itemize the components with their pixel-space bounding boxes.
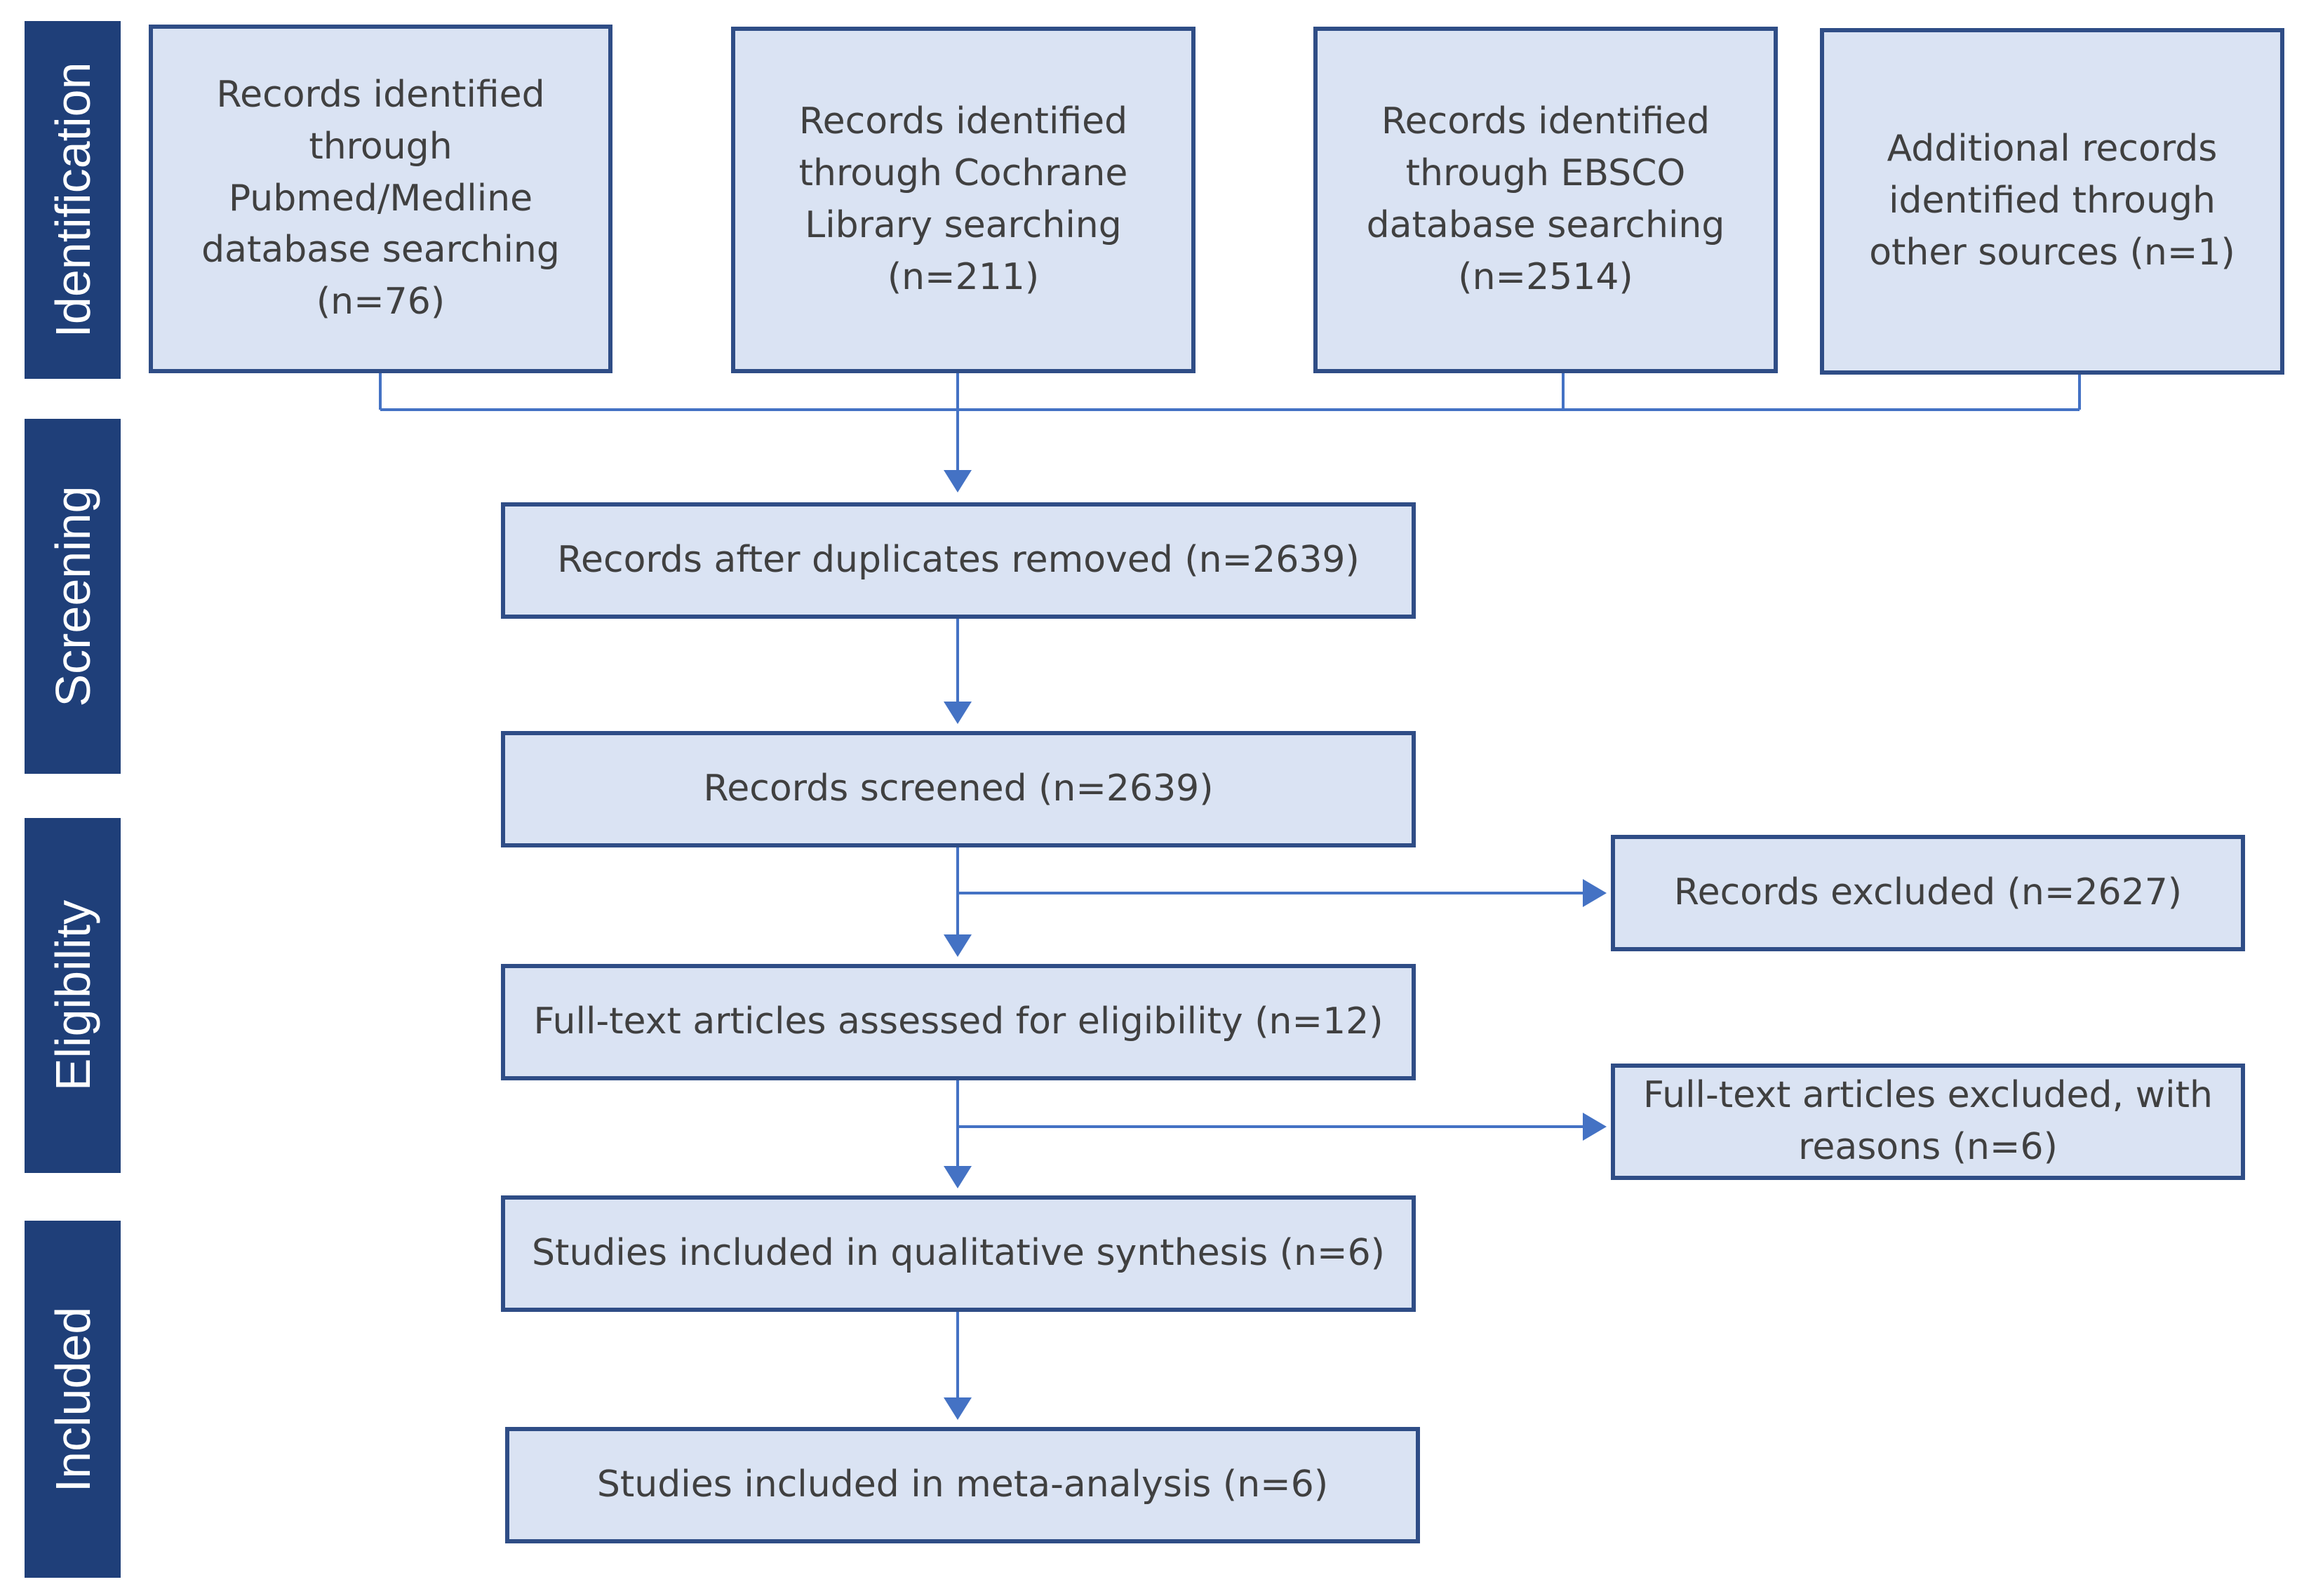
- phase-eligibility: Eligibility: [25, 818, 121, 1173]
- box-qualitative-synthesis: Studies included in qualitative synthesi…: [501, 1195, 1416, 1312]
- arrowhead-excluded: [1583, 879, 1607, 907]
- box-records-excluded: Records excluded (n=2627): [1611, 835, 2245, 951]
- box-cochrane-text: Records identified through Cochrane Libr…: [798, 100, 1128, 298]
- arrowhead-screened: [944, 702, 972, 724]
- box-duplicates-removed: Records after duplicates removed (n=2639…: [501, 502, 1416, 619]
- box-fulltext-assessed-text: Full-text articles assessed for eligibil…: [533, 1000, 1384, 1043]
- phase-screening: Screening: [25, 419, 121, 774]
- arrowhead-duplicates: [944, 470, 972, 492]
- box-records-screened: Records screened (n=2639): [501, 731, 1416, 847]
- box-meta-analysis: Studies included in meta-analysis (n=6): [505, 1427, 1420, 1543]
- box-qualitative-text: Studies included in qualitative synthesi…: [532, 1232, 1385, 1275]
- arrowhead-meta: [944, 1397, 972, 1420]
- box-fulltext-excluded-text: Full-text articles excluded, with reason…: [1643, 1074, 2213, 1168]
- box-excluded-text: Records excluded (n=2627): [1673, 871, 2183, 914]
- box-pubmed-records: Records identified through Pubmed/Medlin…: [149, 25, 612, 373]
- box-ebsco-records: Records identified through EBSCO databas…: [1313, 27, 1778, 373]
- phase-identification: Identification: [25, 21, 121, 379]
- box-other-sources: Additional records identified through ot…: [1820, 28, 2284, 375]
- box-duplicates-text: Records after duplicates removed (n=2639…: [557, 539, 1360, 582]
- box-fulltext-excluded: Full-text articles excluded, with reason…: [1611, 1064, 2245, 1180]
- box-cochrane-records: Records identified through Cochrane Libr…: [731, 27, 1195, 373]
- arrowhead-fulltext-excluded: [1583, 1113, 1607, 1141]
- box-fulltext-assessed: Full-text articles assessed for eligibil…: [501, 964, 1416, 1080]
- box-pubmed-text: Records identified through Pubmed/Medlin…: [201, 73, 560, 323]
- box-other-text: Additional records identified through ot…: [1869, 128, 2235, 274]
- phase-included: Included: [25, 1221, 121, 1578]
- arrowhead-fulltext: [944, 934, 972, 957]
- box-screened-text: Records screened (n=2639): [703, 767, 1214, 810]
- box-ebsco-text: Records identified through EBSCO databas…: [1366, 100, 1725, 298]
- arrowhead-qualitative: [944, 1166, 972, 1188]
- box-meta-text: Studies included in meta-analysis (n=6): [596, 1463, 1329, 1506]
